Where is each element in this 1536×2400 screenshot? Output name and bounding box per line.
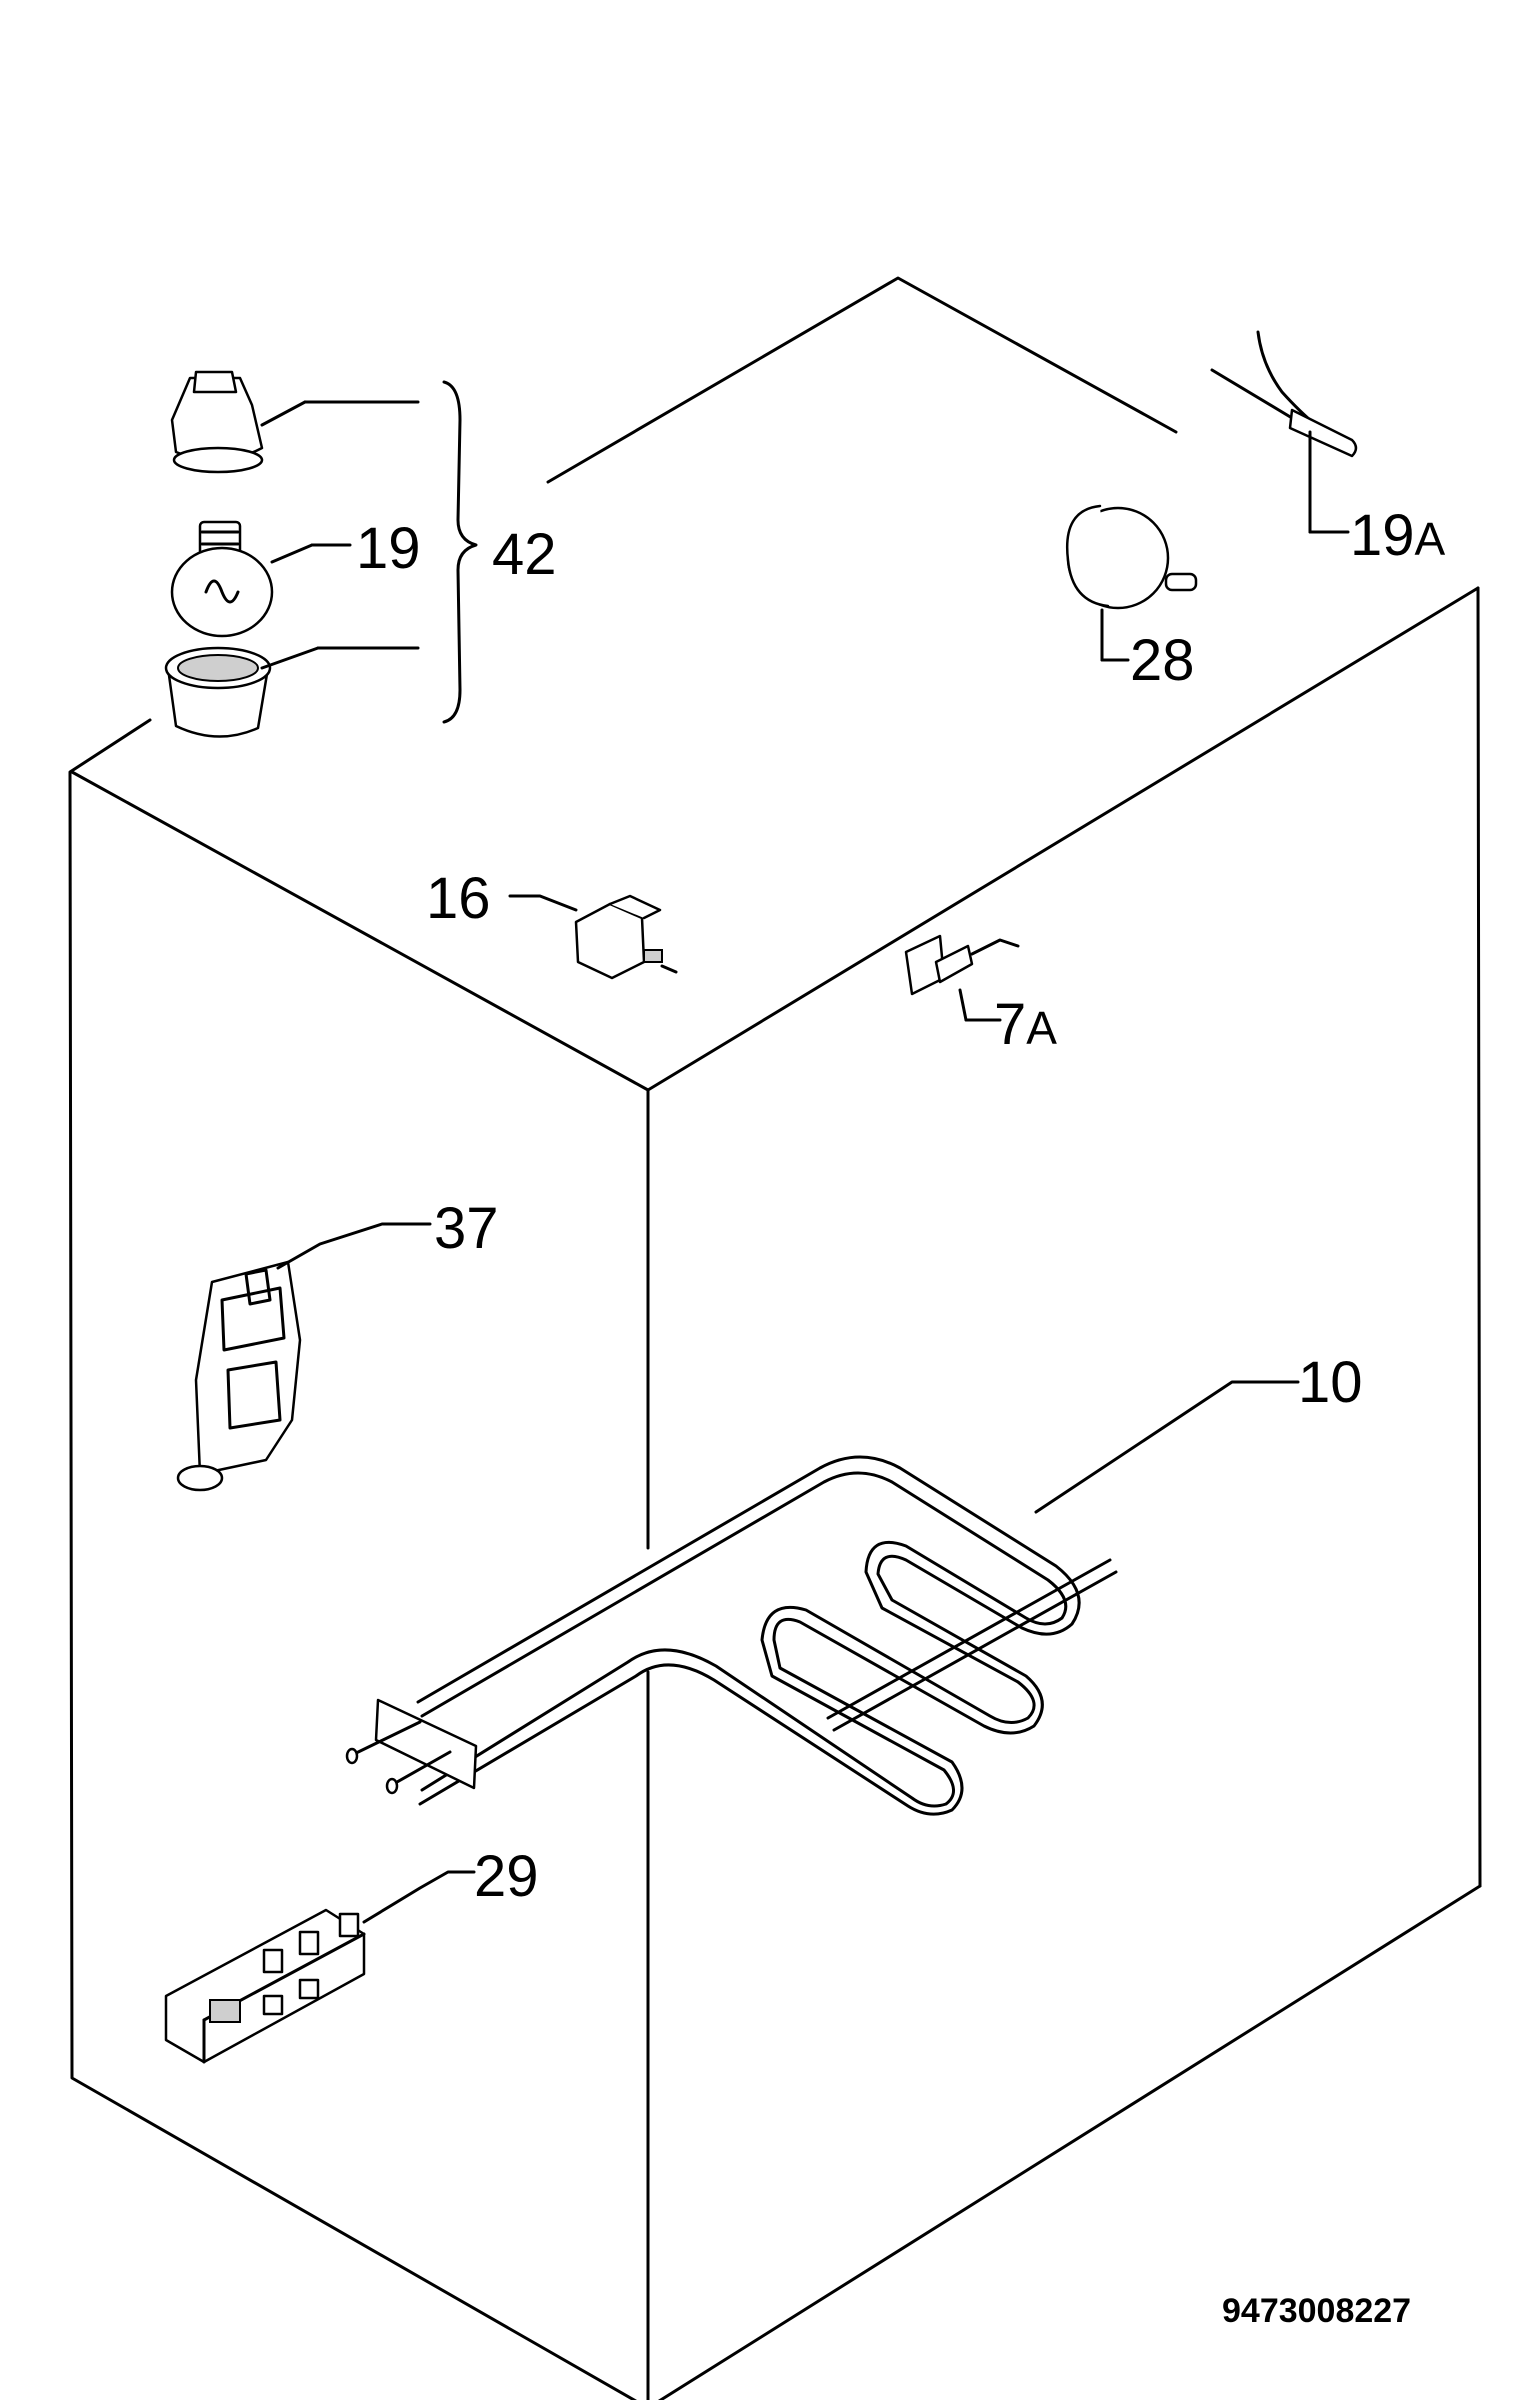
callout-19A-label: 19A — [1350, 503, 1446, 568]
group-brace — [442, 380, 478, 724]
callout-19-label: 19 — [356, 516, 421, 581]
callout-16-label: 16 — [426, 866, 491, 931]
callout-37-label: 37 — [434, 1196, 499, 1261]
callout-7A-label: 7A — [994, 992, 1057, 1057]
callout-42-label: 42 — [492, 522, 557, 587]
door-switch-icon — [904, 934, 1020, 1022]
callout-29-label: 29 — [474, 1844, 539, 1909]
push-switch-icon — [508, 894, 678, 980]
terminal-block-icon — [164, 1870, 476, 2064]
grill-heating-element-icon — [345, 1380, 1300, 1816]
thermostat-knob-icon — [1065, 504, 1198, 662]
callout-10-label: 10 — [1298, 1350, 1363, 1415]
lamp-holder-icon — [170, 370, 420, 474]
document-number: 9473008227 — [1222, 2292, 1411, 2330]
callout-28-label: 28 — [1130, 628, 1195, 693]
control-board-icon — [176, 1222, 432, 1492]
cabinet-outline — [68, 276, 1482, 2400]
lamp-cover-icon — [164, 646, 420, 738]
temperature-sensor-icon — [1210, 330, 1358, 534]
lamp-bulb-icon — [170, 520, 352, 638]
